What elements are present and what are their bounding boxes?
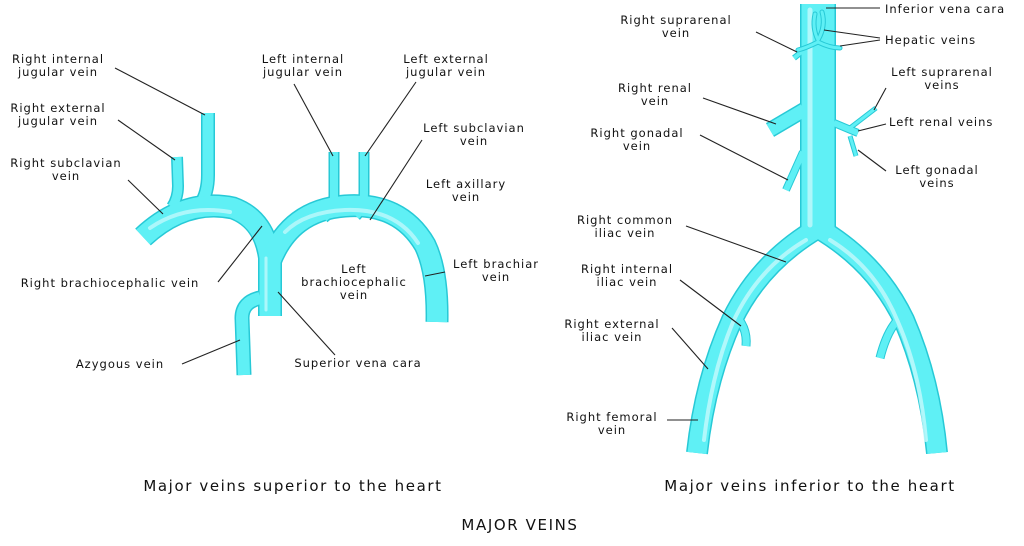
- label-line: vein: [452, 190, 480, 204]
- label-line: Right internal: [12, 52, 104, 66]
- label-line: Left internal: [262, 52, 344, 66]
- label-line: Left renal veins: [889, 115, 993, 129]
- label-superior-vena-cava: Superior vena cara: [294, 356, 421, 370]
- label-line: Right gonadal: [590, 126, 683, 140]
- label-line: vein: [641, 94, 669, 108]
- label-line: Right brachiocephalic vein: [21, 276, 200, 290]
- label-line: Right subclavian: [10, 156, 121, 170]
- label-line: vein: [623, 139, 651, 153]
- label-line: vein: [460, 134, 488, 148]
- label-line: jugular vein: [405, 65, 486, 79]
- superior-veins-illustration: [135, 113, 449, 376]
- label-line: Left suprarenal: [891, 65, 993, 79]
- label-line: Left brachiar: [453, 257, 539, 271]
- label-azygous-vein: Azygous vein: [76, 357, 164, 371]
- caption-inferior-veins: Major veins inferior to the heart: [664, 477, 955, 495]
- label-line: Right renal: [618, 81, 692, 95]
- label-line: Right common: [577, 213, 673, 227]
- label-inferior-vena-cava: Inferior vena cara: [885, 2, 1005, 16]
- label-left-renal-veins: Left renal veins: [889, 115, 993, 129]
- label-line: Left axillary: [426, 177, 506, 191]
- label-line: jugular vein: [262, 65, 343, 79]
- label-right-brachiocephalic-vein: Right brachiocephalic vein: [21, 276, 200, 290]
- label-line: vein: [662, 26, 690, 40]
- label-line: Right suprarenal: [620, 13, 731, 27]
- label-line: veins: [919, 176, 954, 190]
- label-line: Left subclavian: [423, 121, 525, 135]
- label-line: Superior vena cara: [294, 356, 421, 370]
- label-line: iliac vein: [597, 275, 658, 289]
- label-line: jugular vein: [17, 114, 98, 128]
- label-line: iliac vein: [595, 226, 656, 240]
- label-line: Hepatic veins: [885, 33, 976, 47]
- leader-lines: [114, 7, 887, 421]
- label-line: vein: [52, 169, 80, 183]
- label-line: Left gonadal: [895, 163, 979, 177]
- label-hepatic-veins: Hepatic veins: [885, 33, 976, 47]
- label-line: jugular vein: [17, 65, 98, 79]
- label-line: Azygous vein: [76, 357, 164, 371]
- label-line: Left external: [403, 52, 489, 66]
- label-line: Right external: [10, 101, 105, 115]
- label-line: vein: [598, 423, 626, 437]
- hepatic-veins: [795, 9, 843, 53]
- label-line: vein: [482, 270, 510, 284]
- label-line: Inferior vena cara: [885, 2, 1005, 16]
- label-line: brachiocephalic: [301, 275, 407, 289]
- label-line: Right internal: [581, 262, 673, 276]
- label-line: Left: [341, 262, 367, 276]
- label-line: veins: [924, 78, 959, 92]
- caption-superior-veins: Major veins superior to the heart: [143, 477, 442, 495]
- label-line: vein: [340, 288, 368, 302]
- diagram-title: MAJOR VEINS: [461, 516, 578, 534]
- label-line: iliac vein: [582, 330, 643, 344]
- label-line: Right femoral: [566, 410, 657, 424]
- label-line: Right external: [564, 317, 659, 331]
- inferior-veins-illustration: [686, 4, 948, 455]
